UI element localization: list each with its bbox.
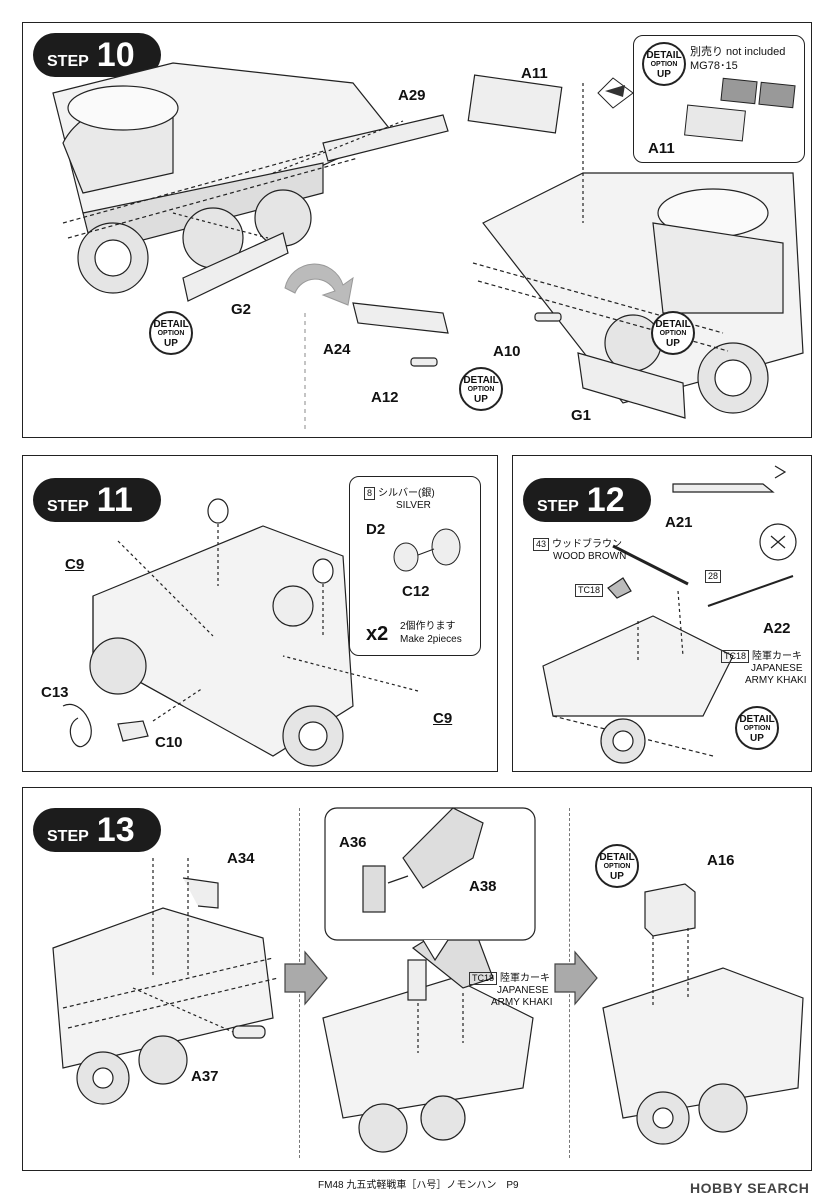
- step13-panel: STEP 13: [22, 787, 812, 1171]
- label-c10: C10: [155, 734, 183, 751]
- step12-tank-drawing: [542, 465, 797, 764]
- ref-28: 28: [705, 570, 724, 583]
- label-a36: A36: [339, 834, 367, 851]
- label-g1: G1: [571, 407, 592, 424]
- step-number: 11: [96, 481, 133, 519]
- step10-badge: STEP 10: [33, 33, 161, 77]
- label-c13: C13: [41, 684, 69, 701]
- label-a24: A24: [323, 341, 351, 358]
- page-footer: FM48 九五式軽戦車［ハ号］ノモンハン P9: [318, 1180, 519, 1191]
- paint-khaki-en1: JAPANESE: [751, 663, 803, 674]
- step10-right-tank-drawing: [352, 74, 804, 419]
- multiplier: x2: [366, 623, 389, 645]
- label-g2: G2: [231, 301, 252, 318]
- label-a12: A12: [371, 389, 399, 406]
- label-c9-right: C9: [433, 710, 453, 727]
- label-a11-main: A11: [521, 65, 548, 82]
- step-number: 13: [96, 811, 135, 849]
- etched-mesh-drawing: [684, 77, 796, 142]
- step-word: STEP: [47, 53, 89, 70]
- label-a38: A38: [469, 878, 497, 895]
- label-a37: A37: [191, 1068, 219, 1085]
- mg-text: MG78･15: [690, 60, 738, 72]
- watermark: HOBBY SEARCH: [690, 1180, 810, 1196]
- step11-badge: STEP 11: [33, 478, 161, 522]
- step-word: STEP: [537, 498, 579, 515]
- step11-tank-drawing: [62, 498, 419, 767]
- label-d2: D2: [366, 521, 386, 538]
- step10-left-tank-drawing: [52, 62, 449, 433]
- label-a11-callout: A11: [648, 140, 675, 157]
- label-a21: A21: [665, 514, 693, 531]
- step13-badge: STEP 13: [33, 808, 161, 852]
- paint-khaki-en2: ARMY KHAKI: [491, 997, 553, 1008]
- make-en: Make 2pieces: [400, 634, 462, 645]
- step-number: 10: [96, 36, 135, 74]
- label-a10: A10: [493, 343, 521, 360]
- paint-wood-en: WOOD BROWN: [553, 551, 627, 562]
- step13-drawings: [52, 807, 804, 1153]
- label-a34: A34: [227, 850, 255, 867]
- label-a16: A16: [707, 852, 735, 869]
- step12-badge: STEP 12: [523, 478, 651, 522]
- step-number: 12: [586, 481, 625, 519]
- label-a22: A22: [763, 620, 791, 637]
- make-jp: 2個作ります: [400, 621, 456, 632]
- d2-c12-drawing: [393, 528, 461, 572]
- label-c12: C12: [402, 583, 430, 600]
- step-word: STEP: [47, 828, 89, 845]
- paint-khaki-en1: JAPANESE: [497, 985, 549, 996]
- paint-silver-en: SILVER: [396, 500, 431, 511]
- label-c9-top: C9: [65, 556, 85, 573]
- label-a29: A29: [398, 87, 426, 104]
- paint-tc18-chip: TC18: [575, 584, 606, 597]
- step-word: STEP: [47, 498, 89, 515]
- not-included-text: 別売り not included: [690, 46, 786, 58]
- paint-khaki-en2: ARMY KHAKI: [745, 675, 807, 686]
